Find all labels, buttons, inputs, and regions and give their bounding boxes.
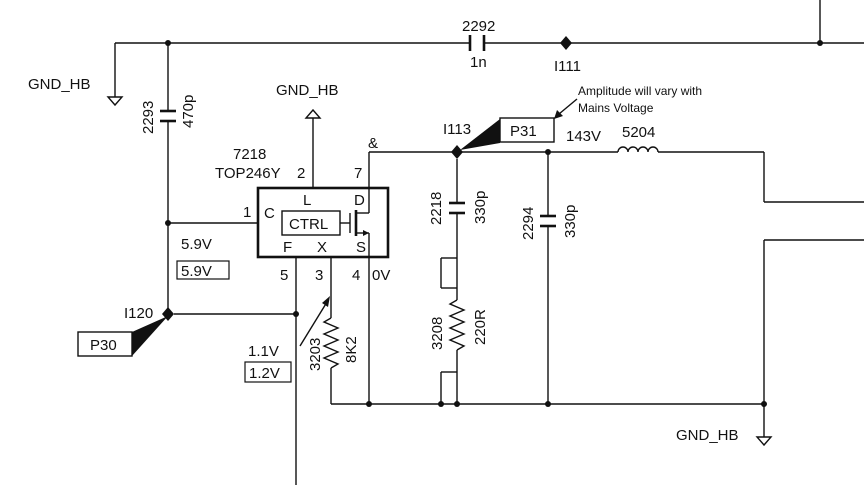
- test-point-p30: [77, 316, 168, 357]
- pin-num-4: 4: [352, 267, 360, 284]
- c2218-r3208-branch: [440, 159, 466, 404]
- p31-label: P31: [510, 123, 537, 140]
- ctrl-label: CTRL: [289, 216, 328, 233]
- ic-ref: 7218: [233, 146, 266, 163]
- pin-num-3: 3: [315, 267, 323, 284]
- r3203-ref: 3203: [307, 338, 324, 371]
- ground-symbol-left: [106, 96, 124, 107]
- capacitor-2292: [468, 35, 486, 51]
- ic-body: [256, 186, 390, 259]
- gnd-label-left: GND_HB: [28, 76, 91, 93]
- voltage-s: 0V: [372, 267, 390, 284]
- mosfet-symbol: [340, 196, 370, 248]
- inductor-5204: [617, 146, 764, 153]
- note-arrow: [554, 98, 578, 119]
- node-i120-label: I120: [124, 305, 153, 322]
- c2293-branch: [160, 43, 258, 314]
- pin-num-1: 1: [243, 204, 251, 221]
- pin-d-label: D: [354, 192, 365, 209]
- c2293-value: 470p: [180, 95, 197, 128]
- node-i113-marker: [451, 145, 463, 159]
- pin-f-label: F: [283, 239, 292, 256]
- r3208-ref: 3208: [429, 317, 446, 350]
- note-line-2: Mains Voltage: [578, 101, 654, 115]
- pin-s-label: S: [356, 239, 366, 256]
- pin-l-label: L: [303, 192, 311, 209]
- pin-num-7: 7: [354, 165, 362, 182]
- node-i111-label: I111: [554, 58, 581, 75]
- test-point-p31: [460, 117, 555, 150]
- voltage-c: 5.9V: [181, 236, 212, 253]
- voltage-x-box: [244, 361, 292, 383]
- resistor-3203: [322, 257, 340, 404]
- r3208-value: 220R: [472, 309, 489, 345]
- c2293-ref: 2293: [140, 101, 157, 134]
- pin-num-2: 2: [297, 165, 305, 182]
- c2218-ref: 2218: [428, 192, 445, 225]
- l5204-ref: 5204: [622, 124, 655, 141]
- pin-c-label: C: [264, 205, 275, 222]
- c2218-value: 330p: [472, 191, 489, 224]
- pin-x-label: X: [317, 239, 327, 256]
- gnd-label-top: GND_HB: [276, 82, 339, 99]
- c2294-value: 330p: [562, 205, 579, 238]
- c2294-branch: [540, 149, 556, 404]
- voltage-x: 1.1V: [248, 343, 279, 360]
- measure-arrow: [299, 296, 330, 347]
- amp-symbol: &: [368, 135, 378, 152]
- ctrl-block: [281, 210, 341, 236]
- ic-part: TOP246Y: [215, 165, 281, 182]
- voltage-x-boxed: 1.2V: [249, 365, 280, 382]
- node-i113-label: I113: [443, 121, 471, 138]
- top-rail: [114, 0, 864, 97]
- c2292-value: 1n: [470, 54, 487, 71]
- c2294-ref: 2294: [520, 207, 537, 240]
- r3203-value: 8K2: [343, 336, 360, 363]
- pin-num-5: 5: [280, 267, 288, 284]
- note-line-1: Amplitude will vary with: [578, 84, 702, 98]
- node-i111-marker: [560, 36, 572, 50]
- p30-label: P30: [90, 337, 117, 354]
- transformer-outline: [763, 152, 864, 404]
- gnd-label-bottom: GND_HB: [676, 427, 739, 444]
- c2292-ref: 2292: [462, 18, 495, 35]
- voltage-d: 143V: [566, 128, 601, 145]
- voltage-c-boxed: 5.9V: [181, 263, 212, 280]
- pin-l-wire: [304, 108, 322, 188]
- voltage-c-box: [176, 260, 230, 280]
